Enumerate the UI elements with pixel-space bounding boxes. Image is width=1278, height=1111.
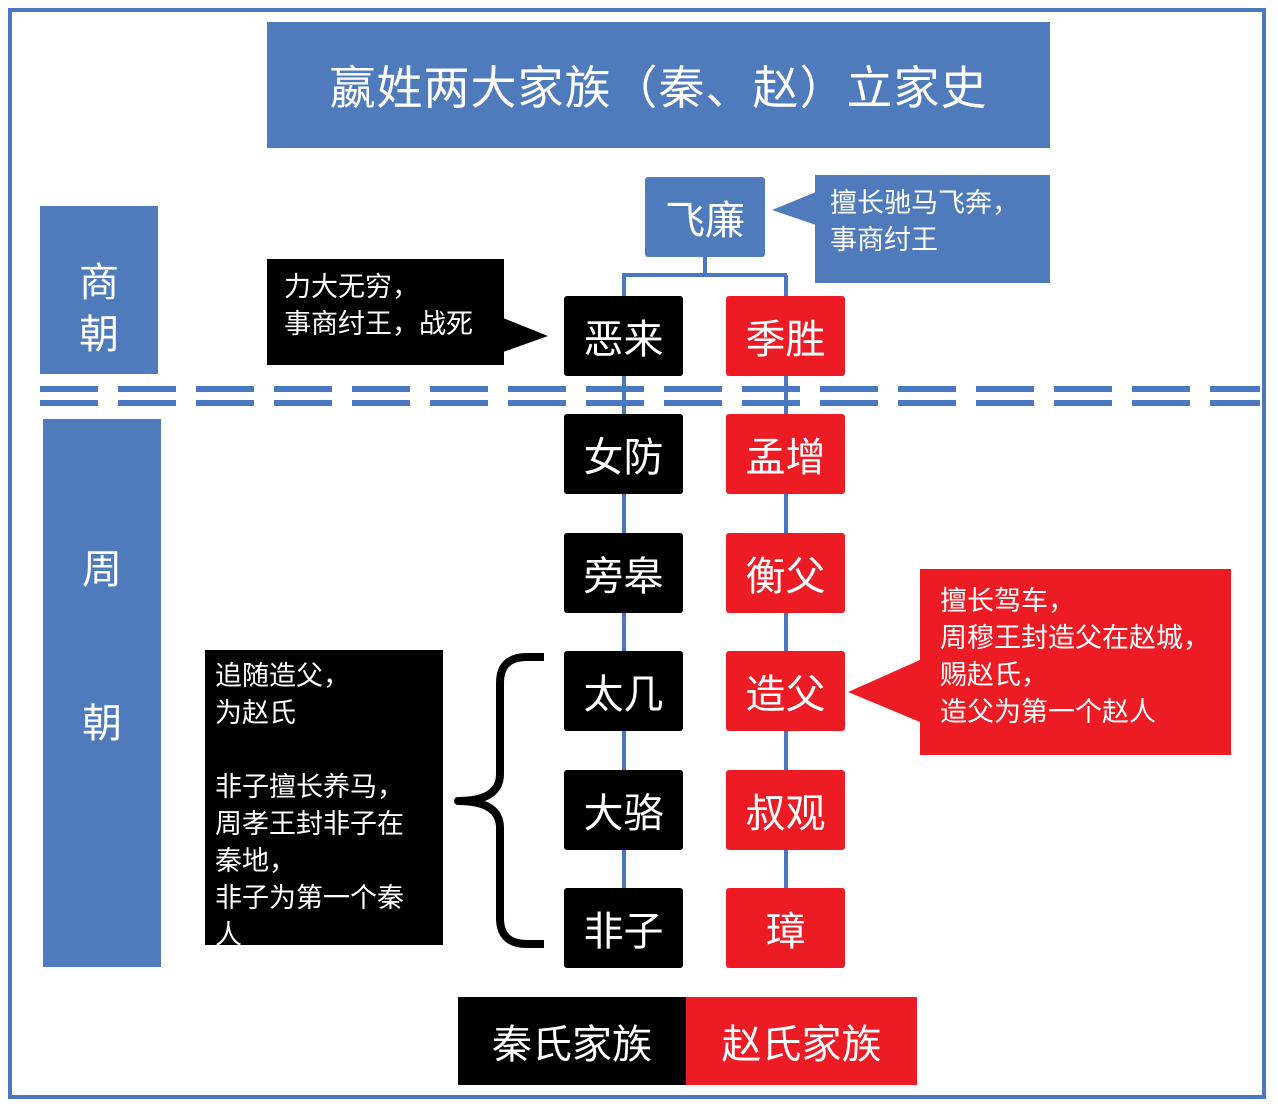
root-node: 飞廉 — [645, 177, 765, 257]
era-shang-char2: 朝 — [79, 312, 119, 358]
era-zhou-char2: 朝 — [82, 701, 122, 747]
feizi-note: 追随造父， 为赵氏 非子擅长养马， 周孝王封非子在 秦地， 非子为第一个秦 人 — [205, 650, 443, 945]
zhao-node-zaofu: 造父 — [726, 651, 845, 731]
legend-qin: 秦氏家族 — [458, 997, 686, 1085]
qin-node-taiji: 太几 — [564, 651, 683, 731]
qin-node-daluo: 大骆 — [564, 770, 683, 850]
root-note: 擅长驰马飞奔， 事商纣王 — [815, 175, 1050, 283]
diagram-title: 嬴姓两大家族（秦、赵）立家史 — [267, 22, 1050, 148]
era-zhou-char1: 周 — [82, 547, 122, 593]
era-zhou: 周 朝 — [43, 419, 161, 967]
zhao-node-mengzeng: 孟增 — [726, 414, 845, 494]
era-shang-char1: 商 — [79, 260, 119, 306]
zhao-node-zhang: 璋 — [726, 888, 845, 968]
qin-node-feizi: 非子 — [564, 888, 683, 968]
era-shang: 商 朝 — [40, 206, 158, 374]
qin-node-nufang: 女防 — [564, 414, 683, 494]
legend-zhao: 赵氏家族 — [686, 997, 917, 1085]
zhao-node-shuguan: 叔观 — [726, 770, 845, 850]
diagram-frame — [8, 8, 1266, 1099]
zhao-node-hengfu: 衡父 — [726, 533, 845, 613]
zaofu-note: 擅长驾车， 周穆王封造父在赵城， 赐赵氏， 造父为第一个赵人 — [920, 569, 1231, 755]
elai-note: 力大无穷， 事商纣王，战死 — [267, 259, 504, 365]
qin-node-panggao: 旁皋 — [564, 533, 683, 613]
qin-node-elai: 恶来 — [564, 296, 683, 376]
zhao-node-jisheng: 季胜 — [726, 296, 845, 376]
